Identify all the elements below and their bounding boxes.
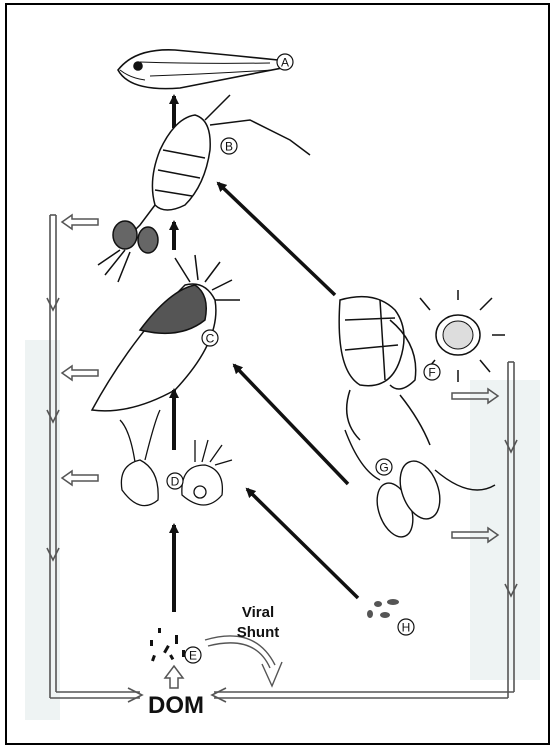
label-g: G: [379, 461, 388, 475]
label-g-circle: G: [376, 459, 392, 475]
viral-shunt-label-line1: Viral: [242, 604, 274, 621]
label-f: F: [428, 366, 435, 380]
label-c: C: [206, 332, 215, 346]
label-h: H: [402, 621, 411, 635]
tint-right: [470, 380, 540, 680]
label-h-circle: H: [398, 619, 414, 635]
label-e: E: [189, 649, 197, 663]
label-b: B: [225, 140, 233, 154]
tint-left: [25, 340, 60, 720]
viral-shunt-label-line2: Shunt: [237, 624, 280, 641]
label-a: A: [281, 56, 289, 70]
label-c-circle: C: [202, 330, 218, 346]
label-d: D: [171, 475, 180, 489]
label-f-circle: F: [424, 364, 440, 380]
label-b-circle: B: [221, 138, 237, 154]
dom-label: DOM: [148, 692, 204, 719]
label-d-circle: D: [167, 473, 183, 489]
label-a-circle: A: [277, 54, 293, 70]
label-e-circle: E: [185, 647, 201, 663]
